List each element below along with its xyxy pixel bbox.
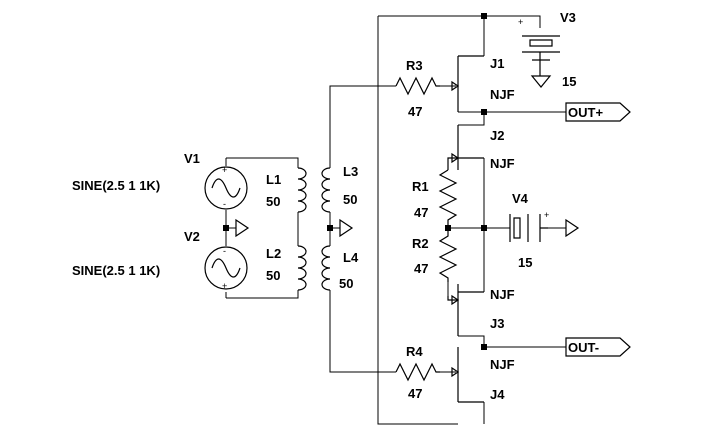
jfet-j3: NJF J3 xyxy=(447,284,515,336)
port-out-minus-label: OUT- xyxy=(568,340,599,355)
wire-left-rail xyxy=(377,16,458,425)
v1-plus-sign: + xyxy=(222,165,227,175)
v2-label: V2 xyxy=(184,229,200,244)
l1-value: 50 xyxy=(266,194,280,209)
coil-icon xyxy=(297,245,307,291)
port-arrow-shape xyxy=(565,102,631,122)
junction-dot xyxy=(481,109,487,115)
battery-icon xyxy=(509,214,548,242)
j3-label: J3 xyxy=(490,316,504,331)
jfet-j1: J1 NJF xyxy=(451,55,515,112)
j4-model: NJF xyxy=(490,357,515,372)
port-out-minus: OUT- xyxy=(565,337,631,357)
voltage-source-v2: - + V2 SINE(2.5 1 1K) xyxy=(72,229,248,291)
gate-arrow-icon xyxy=(451,366,460,378)
v1-label: V1 xyxy=(184,151,200,166)
l3-label: L3 xyxy=(343,164,358,179)
r2-label: R2 xyxy=(412,236,429,251)
j1-label: J1 xyxy=(490,56,504,71)
r4-label: R4 xyxy=(406,344,423,359)
resistor-r4: R4 47 xyxy=(395,344,440,401)
ground-icon xyxy=(565,218,580,238)
jfet-j4: NJF J4 xyxy=(451,347,515,403)
v4-value: 15 xyxy=(518,255,532,270)
wire-j3-source xyxy=(458,335,485,347)
port-out-plus-label: OUT+ xyxy=(568,105,603,120)
r1-value: 47 xyxy=(414,205,428,220)
ground-icon xyxy=(339,218,354,238)
wire-r4-feed xyxy=(329,290,396,373)
resistor-zigzag xyxy=(395,362,440,382)
v3-label: V3 xyxy=(560,10,576,25)
v2-plus-sign: + xyxy=(222,281,227,291)
coil-icon xyxy=(321,167,331,213)
resistor-zigzag xyxy=(438,169,458,228)
v1-minus-sign: - xyxy=(223,199,226,209)
gate-arrow-icon xyxy=(451,80,460,92)
wire-primary-top xyxy=(226,157,299,168)
sine-wave-icon xyxy=(211,258,241,278)
v4-label: V4 xyxy=(512,191,529,206)
wire-top-rail xyxy=(378,15,541,28)
l3-value: 50 xyxy=(343,192,357,207)
j1-model: NJF xyxy=(490,87,515,102)
l4-value: 50 xyxy=(339,276,353,291)
v4-plus-sign: + xyxy=(544,210,549,220)
voltage-source-v4: + V4 15 xyxy=(509,191,549,270)
wire-r3-feed xyxy=(329,85,396,168)
inductor-l3: L3 50 xyxy=(321,164,358,213)
sine-wave-icon xyxy=(211,178,241,198)
junction-dot xyxy=(481,13,487,19)
port-arrow-shape xyxy=(565,337,631,357)
gate-arrow-icon xyxy=(451,294,460,306)
r1-label: R1 xyxy=(412,179,429,194)
inductor-l1: L1 50 xyxy=(266,167,307,213)
voltage-source-v3: + V3 15 xyxy=(518,10,576,89)
j2-model: NJF xyxy=(490,156,515,171)
v3-plus-sign: + xyxy=(518,17,523,27)
junction-dot xyxy=(327,225,333,231)
wires xyxy=(225,15,566,425)
r4-value: 47 xyxy=(408,386,422,401)
resistor-zigzag xyxy=(438,228,458,282)
j4-label: J4 xyxy=(490,387,505,402)
junction-dot xyxy=(481,225,487,231)
r3-label: R3 xyxy=(406,58,423,73)
junction-dot xyxy=(223,225,229,231)
wire-primary-bottom xyxy=(226,290,299,299)
v2-value: SINE(2.5 1 1K) xyxy=(72,263,160,278)
gate-arrow-icon xyxy=(451,152,460,164)
v3-value: 15 xyxy=(562,74,576,89)
j3-model: NJF xyxy=(490,287,515,302)
coil-icon xyxy=(321,245,331,291)
l1-label: L1 xyxy=(266,172,281,187)
j2-label: J2 xyxy=(490,128,504,143)
resistor-r3: R3 47 xyxy=(395,58,440,119)
resistor-r1: R1 47 xyxy=(412,169,458,228)
jfet-j2: J2 NJF xyxy=(447,125,515,171)
resistor-zigzag xyxy=(395,76,440,96)
l2-value: 50 xyxy=(266,268,280,283)
inductor-l4: L4 50 xyxy=(321,245,359,291)
jfet-gate-lead xyxy=(447,157,458,170)
coil-icon xyxy=(297,167,307,213)
l2-label: L2 xyxy=(266,246,281,261)
r3-value: 47 xyxy=(408,104,422,119)
ground-icon xyxy=(235,218,250,238)
v1-value: SINE(2.5 1 1K) xyxy=(72,178,160,193)
voltage-source-v1: + - V1 SINE(2.5 1 1K) xyxy=(72,151,248,210)
junction-dot xyxy=(481,344,487,350)
r2-value: 47 xyxy=(414,261,428,276)
inductor-l2: L2 50 xyxy=(266,245,307,291)
jfet-gate-lead xyxy=(447,296,458,301)
ground-symbols xyxy=(235,75,580,238)
l4-label: L4 xyxy=(343,250,359,265)
resistor-r2: R2 47 xyxy=(412,228,458,282)
ground-icon xyxy=(530,75,552,88)
wire-j1-source xyxy=(458,111,485,126)
port-out-plus: OUT+ xyxy=(565,102,631,122)
v2-minus-sign: - xyxy=(223,246,226,256)
battery-icon xyxy=(522,35,560,76)
